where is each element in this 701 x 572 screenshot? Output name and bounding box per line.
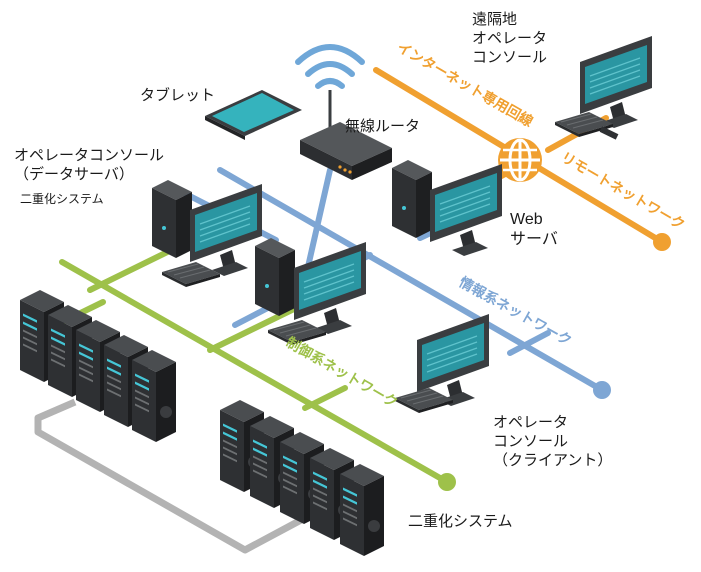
redundant-link-line [34,398,318,554]
control-network-end [438,473,456,491]
web-server-label: Web サーバ [510,211,558,248]
redundant-system-label-2: 二重化システム [408,512,513,530]
data-server-console-label: オペレータコンソール （データサーバ） [14,146,165,183]
client-console-label: オペレータ コンソール （クライアント） [493,413,613,469]
globe-icon [498,138,542,182]
web-server [392,160,503,257]
operator-console-client [394,313,490,414]
control-network-lines [47,233,450,485]
router-icon [300,122,392,180]
remote-network-end [653,233,671,251]
info-network-end [593,381,611,399]
wireless-router-label: 無線ルータ [345,117,421,135]
tablet-label: タブレット [140,86,216,104]
remote-console [554,35,653,140]
tablet-icon [205,90,302,140]
remote-console-label: 遠隔地 オペレータ コンソール [472,10,548,66]
server-rack-group-2 [220,400,384,556]
operator-console-data-server [152,180,263,288]
redundant-system-label-1: 二重化システム [20,192,104,206]
wifi-icon [295,44,365,89]
